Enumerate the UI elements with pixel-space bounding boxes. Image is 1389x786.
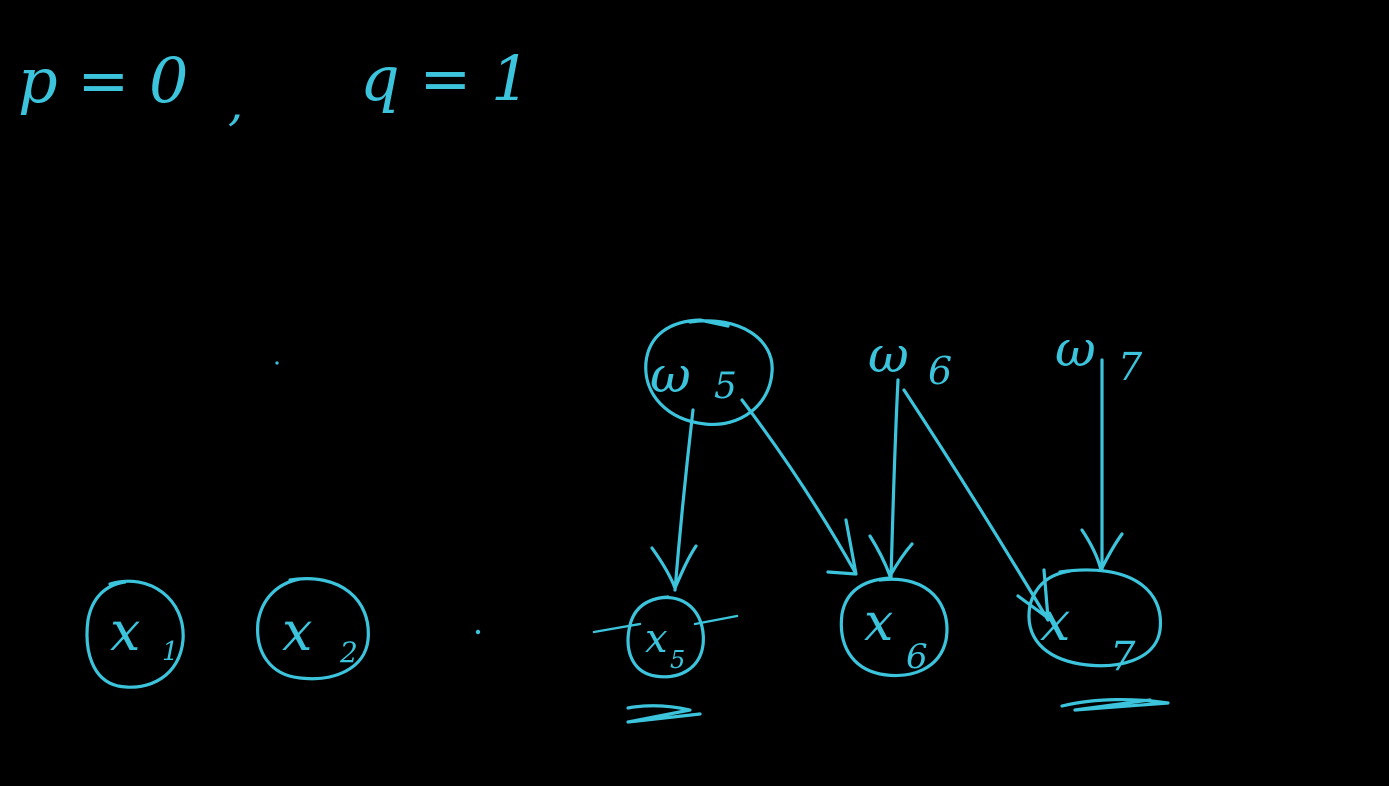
label-w6-sub: 6 bbox=[928, 349, 952, 393]
tick-x5-right bbox=[693, 614, 739, 626]
label-x5-sub: 5 bbox=[670, 646, 685, 674]
equation-q: q = 1 bbox=[360, 42, 531, 115]
underline-x5 bbox=[626, 704, 702, 724]
node-x1: x 1 bbox=[85, 579, 185, 689]
label-x1-sub: 1 bbox=[162, 637, 179, 667]
label-x7-sub: 7 bbox=[1110, 634, 1136, 680]
node-x7: x 7 bbox=[1027, 568, 1170, 712]
edge-w5-x6 bbox=[740, 398, 857, 574]
stray-dot bbox=[475, 629, 481, 635]
circle-x5 bbox=[626, 595, 705, 679]
arrowhead-w6-x7 bbox=[1016, 568, 1050, 620]
label-x1-var: x bbox=[110, 600, 140, 663]
stray-dot bbox=[275, 361, 279, 365]
ink-layer: p = 0 , q = 1 ω 5 ω 6 ω 7 x 1 bbox=[18, 42, 1170, 724]
label-x2-sub: 2 bbox=[339, 636, 358, 669]
arrowhead-w7-x7 bbox=[1080, 528, 1124, 572]
label-x2-var: x bbox=[282, 600, 312, 663]
label-w7-sub: 7 bbox=[1118, 345, 1143, 389]
edge-w5-x5 bbox=[673, 408, 695, 592]
label-w5-var: ω bbox=[650, 346, 691, 404]
underline-x7 bbox=[1060, 697, 1170, 712]
circle-x6 bbox=[839, 576, 949, 678]
node-w5: ω 5 bbox=[644, 318, 774, 427]
node-w6: ω 6 bbox=[868, 326, 952, 393]
equation-comma: , bbox=[228, 76, 243, 132]
circle-x2 bbox=[256, 577, 370, 681]
node-w7: ω 7 bbox=[1055, 320, 1143, 389]
circle-x7 bbox=[1027, 568, 1163, 668]
circle-w5 bbox=[644, 318, 774, 427]
label-w5-sub: 5 bbox=[714, 366, 737, 407]
arrowhead-w6-x6 bbox=[868, 534, 914, 578]
tick-x5-left bbox=[592, 622, 642, 634]
circle-x1 bbox=[85, 579, 185, 689]
node-x6: x 6 bbox=[839, 576, 949, 678]
label-x6-sub: 6 bbox=[906, 637, 928, 677]
edge-w6-x6 bbox=[889, 378, 900, 580]
label-w7-var: ω bbox=[1055, 320, 1096, 378]
equation-p: p = 0 bbox=[18, 44, 189, 117]
label-x5-var: x bbox=[645, 616, 668, 662]
arrowhead-w5-x6 bbox=[826, 518, 858, 576]
label-x6-var: x bbox=[864, 593, 893, 653]
edge-w6-x7 bbox=[902, 388, 1050, 622]
edges bbox=[650, 358, 1124, 622]
label-x7-var: x bbox=[1040, 590, 1070, 653]
node-x5: x 5 bbox=[592, 595, 739, 724]
label-w6-var: ω bbox=[868, 326, 909, 384]
node-x2: x 2 bbox=[256, 577, 370, 681]
arrowhead-w5-x5 bbox=[650, 544, 698, 590]
